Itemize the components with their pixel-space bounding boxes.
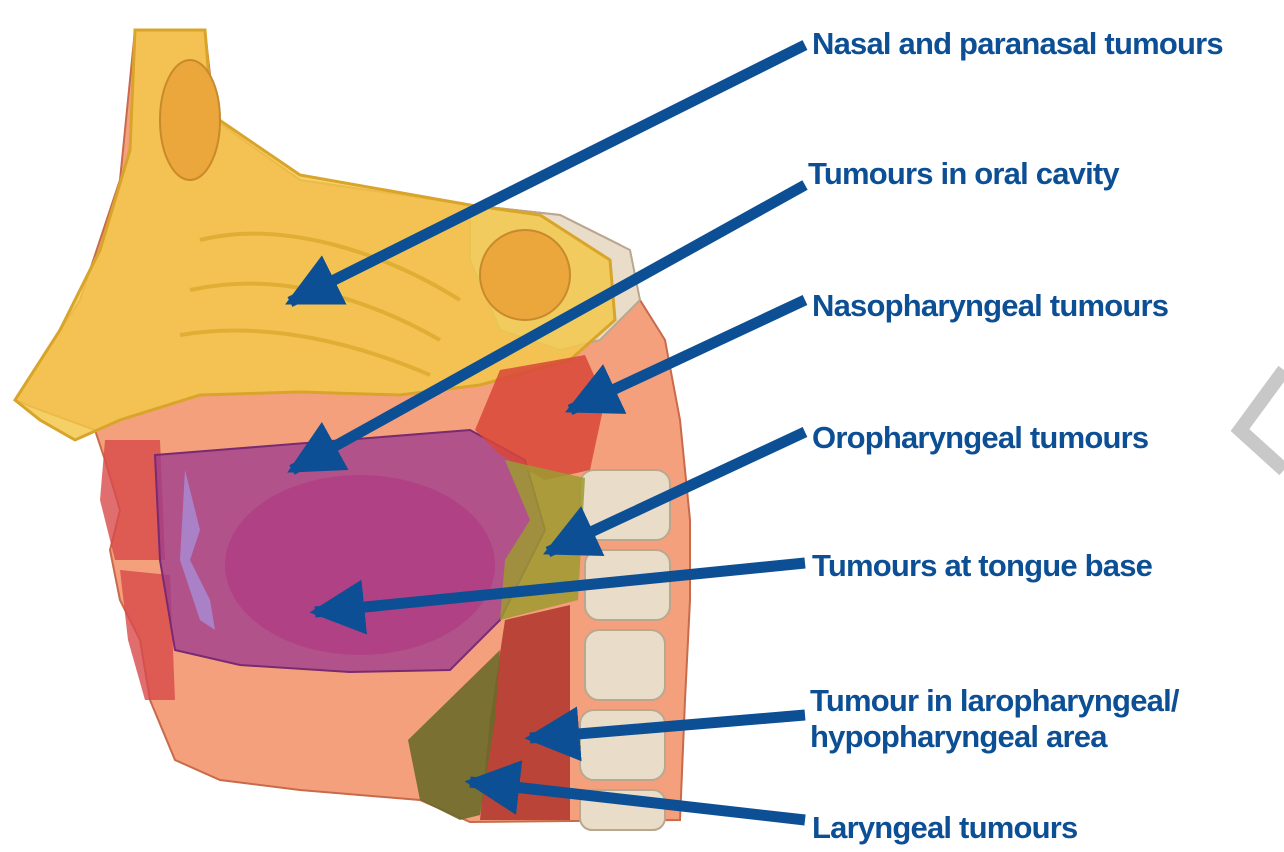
label-laropharyngeal-tumour: Tumour in laropharyngeal/ hypopharyngeal… xyxy=(810,683,1179,755)
spine-vertebrae xyxy=(580,470,670,830)
label-laryngeal-tumours: Laryngeal tumours xyxy=(812,810,1077,846)
label-oropharyngeal-tumours: Oropharyngeal tumours xyxy=(812,420,1148,456)
label-tongue-base-tumours: Tumours at tongue base xyxy=(812,548,1152,584)
grey-bracket-shape xyxy=(1240,370,1284,470)
label-nasal-paranasal-tumours: Nasal and paranasal tumours xyxy=(812,26,1223,62)
label-nasopharyngeal-tumours: Nasopharyngeal tumours xyxy=(812,288,1168,324)
sphenoid-sinus xyxy=(480,230,570,320)
label-laropharyngeal-line1: Tumour in laropharyngeal/ xyxy=(810,683,1179,719)
tongue xyxy=(225,475,495,655)
label-laropharyngeal-line2: hypopharyngeal area xyxy=(810,719,1179,755)
frontal-sinus xyxy=(160,60,220,180)
label-oral-cavity-tumours: Tumours in oral cavity xyxy=(808,156,1119,192)
